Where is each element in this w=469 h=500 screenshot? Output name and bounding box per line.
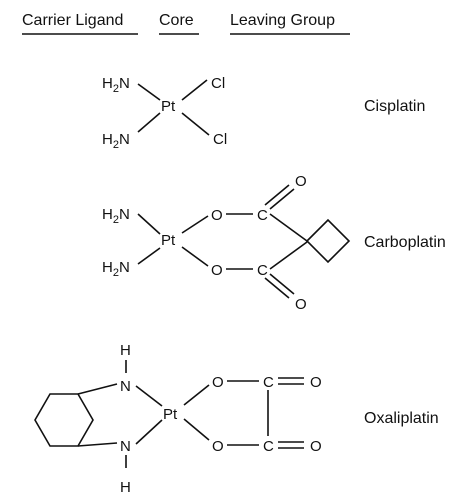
oxaliplatin-c-bottom: C [263, 438, 274, 455]
carboplatin-pt: Pt [161, 232, 176, 249]
header-leaving-group: Leaving Group [230, 12, 335, 29]
oxaliplatin-h-bottom: H [120, 479, 131, 496]
cisplatin-cl-top: Cl [211, 75, 225, 92]
oxaliplatin-carbonyl-o-bottom: O [310, 438, 322, 455]
cyclohexane-ring [34, 393, 94, 447]
oxaliplatin-o-bottom: O [212, 438, 224, 455]
carboplatin-o-top: O [211, 207, 223, 224]
carboplatin-c-bottom: C [257, 262, 268, 279]
cisplatin-amine-bottom: H2N [102, 131, 130, 151]
oxaliplatin-pt: Pt [163, 406, 178, 423]
cisplatin-pt: Pt [161, 98, 176, 115]
oxaliplatin-o-top: O [212, 374, 224, 391]
cisplatin-amine-top: H2N [102, 75, 130, 95]
header-carrier-ligand: Carrier Ligand [22, 12, 123, 29]
oxaliplatin-h-top: H [120, 342, 131, 359]
label-cisplatin: Cisplatin [364, 98, 425, 115]
oxaliplatin-carbonyl-o-top: O [310, 374, 322, 391]
carboplatin-carbonyl-o-bottom: O [295, 296, 307, 313]
header-core: Core [159, 12, 194, 29]
carboplatin-carbonyl-o-top: O [295, 173, 307, 190]
cisplatin-cl-bottom: Cl [213, 131, 227, 148]
oxaliplatin-c-top: C [263, 374, 274, 391]
carboplatin-amine-top: H2N [102, 206, 130, 226]
label-oxaliplatin: Oxaliplatin [364, 410, 439, 427]
cisplatin-structure: H2N H2N Pt Cl Cl [102, 75, 227, 151]
oxaliplatin-n-top: N [120, 378, 131, 395]
label-carboplatin: Carboplatin [364, 234, 446, 251]
oxaliplatin-structure: H N N H Pt O O C C O O [34, 342, 322, 496]
oxaliplatin-n-bottom: N [120, 438, 131, 455]
carboplatin-c-top: C [257, 207, 268, 224]
cyclobutane-ring [305, 218, 351, 264]
carboplatin-structure: H2N H2N Pt O O C C O O [102, 173, 351, 313]
carboplatin-o-bottom: O [211, 262, 223, 279]
carboplatin-amine-bottom: H2N [102, 259, 130, 279]
